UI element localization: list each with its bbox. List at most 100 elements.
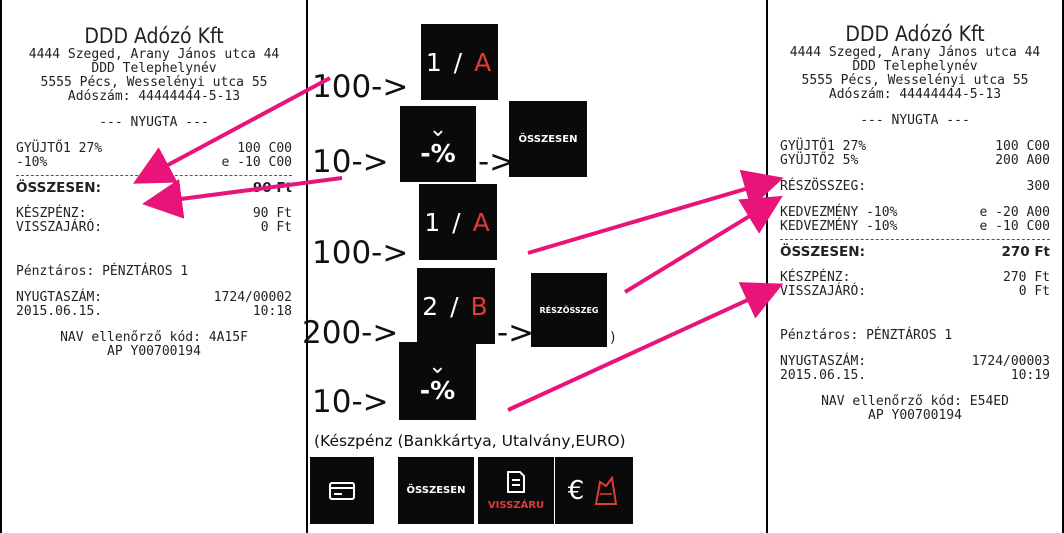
company-name: DDD Adózó Kft	[845, 22, 985, 46]
refund-key[interactable]: VISSZÁRU	[478, 457, 554, 524]
key-number: 1	[425, 47, 444, 77]
percent-key[interactable]: ⌄ -%	[400, 106, 476, 182]
step-2-amount: 10->	[312, 144, 389, 180]
change-row: VISSZAJÁRÓ: 0 Ft	[16, 221, 292, 235]
receipt-date: 2015.06.15.	[780, 368, 867, 383]
step-1-amount: 100->	[312, 69, 409, 105]
cash-row: KÉSZPÉNZ: 270 Ft	[780, 271, 1050, 285]
subtotal-value: 300	[1026, 179, 1050, 194]
cash-label: KÉSZPÉNZ:	[780, 270, 851, 285]
cash-row: KÉSZPÉNZ: 90 Ft	[16, 207, 292, 221]
receipt-item: GYÜJTŐ1 27% 100 C00	[780, 140, 1050, 154]
total-row: ÖSSZESEN: 270 Ft	[780, 245, 1050, 259]
cashier: Pénztáros: PÉNZTÁROS 1	[16, 264, 189, 279]
chevron-down-icon: ⌄	[428, 353, 447, 379]
company-name: DDD Adózó Kft	[84, 24, 224, 48]
total-value: 90 Ft	[252, 180, 292, 196]
doc-type: --- NYUGTA ---	[860, 113, 970, 128]
company-address: 4444 Szeged, Arany János utca 44	[789, 45, 1041, 60]
receipt-left: DDD Adózó Kft 4444 Szeged, Arany János u…	[16, 24, 292, 359]
receipt-icon	[507, 471, 525, 493]
discount-value: e -20 A00	[979, 205, 1050, 220]
receipt-number-label: NYUGTASZÁM:	[16, 290, 103, 305]
receipt-number-row: NYUGTASZÁM: 1724/00002	[16, 291, 292, 305]
total-label: ÖSSZESEN:	[16, 180, 101, 196]
total-value: 270 Ft	[1001, 244, 1050, 260]
subtotal-row: RÉSZÖSSZEG: 300	[780, 180, 1050, 194]
total-key[interactable]: ÖSSZESEN	[398, 457, 474, 524]
instruction-panel: 100-> 1 / A 10-> ⌄ -% -> ÖSSZESEN 100-> …	[302, 0, 768, 533]
dept-2b-key[interactable]: 2 / B	[417, 268, 495, 344]
euro-voucher-key[interactable]: €	[555, 457, 633, 524]
receipt-right: DDD Adózó Kft 4444 Szeged, Arany János u…	[780, 22, 1050, 423]
change-label: VISSZAJÁRÓ:	[16, 220, 103, 235]
item-label: GYÜJTŐ1 27%	[16, 141, 103, 156]
card-icon	[329, 481, 355, 500]
discount-label: KEDVEZMÉNY -10%	[780, 219, 898, 234]
card-payment-key[interactable]	[310, 457, 374, 524]
item-value: 100 C00	[237, 141, 292, 156]
receipt-date: 2015.06.15.	[16, 304, 103, 319]
divider	[16, 175, 292, 176]
item-value: 200 A00	[995, 153, 1050, 168]
key-slash: /	[453, 47, 465, 77]
nav-code: NAV ellenőrző kód: E54ED	[821, 394, 1009, 409]
step-4-arrow: ->	[497, 315, 535, 351]
receipt-time: 10:19	[1010, 368, 1050, 383]
site-address: 5555 Pécs, Wesselényi utca 55	[801, 73, 1029, 88]
tax-number: Adószám: 44444444-5-13	[67, 89, 241, 104]
key-number: 1	[424, 207, 443, 237]
ap-code: AP Y00700194	[868, 408, 962, 423]
site-name: DDD Telephelynév	[852, 59, 978, 74]
step-5-amount: 10->	[312, 384, 389, 420]
right-receipt-panel: DDD Adózó Kft 4444 Szeged, Arany János u…	[766, 0, 1064, 533]
tax-number: Adószám: 44444444-5-13	[828, 87, 1002, 102]
company-address: 4444 Szeged, Arany János utca 44	[28, 47, 280, 62]
percent-key[interactable]: ⌄ -%	[399, 342, 476, 420]
payment-note: (Készpénz (Bankkártya, Utalvány,EURO)	[314, 432, 626, 450]
change-label: VISSZAJÁRÓ:	[780, 284, 867, 299]
key-number: 2	[422, 291, 441, 321]
key-slash: /	[450, 291, 461, 321]
dept-1a-key[interactable]: 1 / A	[421, 24, 498, 100]
discount-label: KEDVEZMÉNY -10%	[780, 205, 898, 220]
total-label: ÖSSZESEN:	[780, 244, 865, 260]
step-3-amount: 100->	[312, 235, 409, 271]
site-address: 5555 Pécs, Wesselényi utca 55	[40, 75, 268, 90]
chevron-down-icon: ⌄	[428, 116, 448, 142]
key-label: -%	[420, 138, 456, 168]
change-row: VISSZAJÁRÓ: 0 Ft	[780, 285, 1050, 299]
step-4-amount: 200->	[302, 315, 399, 351]
euro-icon: €	[567, 475, 585, 506]
datetime-row: 2015.06.15. 10:19	[780, 369, 1050, 383]
cashier: Pénztáros: PÉNZTÁROS 1	[780, 328, 953, 343]
doc-type: --- NYUGTA ---	[99, 115, 209, 130]
receipt-item: GYÜJTŐ2 5% 200 A00	[780, 154, 1050, 168]
ap-code: AP Y00700194	[107, 344, 201, 359]
change-value: 0 Ft	[260, 220, 292, 235]
site-name: DDD Telephelynév	[91, 61, 217, 76]
item-label: -10%	[16, 155, 48, 170]
discount-row: KEDVEZMÉNY -10% e -20 A00	[780, 206, 1050, 220]
dept-1a-key[interactable]: 1 / A	[419, 184, 497, 260]
total-key[interactable]: ÖSSZESEN	[509, 101, 587, 177]
key-label: -%	[419, 375, 456, 405]
receipt-item: GYÜJTŐ1 27% 100 C00	[16, 142, 292, 156]
total-row: ÖSSZESEN: 90 Ft	[16, 181, 292, 195]
receipt-number-label: NYUGTASZÁM:	[780, 354, 867, 369]
item-value: e -10 C00	[221, 155, 292, 170]
receipt-number: 1724/00002	[213, 290, 292, 305]
nav-code: NAV ellenőrző kód: 4A15F	[60, 330, 248, 345]
item-value: 100 C00	[995, 139, 1050, 154]
key-letter: B	[470, 291, 490, 321]
divider	[780, 239, 1050, 240]
cash-value: 270 Ft	[1003, 270, 1050, 285]
left-receipt-panel: DDD Adózó Kft 4444 Szeged, Arany János u…	[0, 0, 308, 533]
subtotal-key[interactable]: RÉSZÖSSZEG	[531, 273, 607, 347]
step-4-paren: )	[610, 330, 616, 346]
key-letter: A	[472, 207, 492, 237]
item-label: GYÜJTŐ2 5%	[780, 153, 859, 168]
voucher-icon	[595, 475, 618, 505]
receipt-number: 1724/00003	[971, 354, 1050, 369]
key-label: VISSZÁRU	[487, 500, 545, 511]
